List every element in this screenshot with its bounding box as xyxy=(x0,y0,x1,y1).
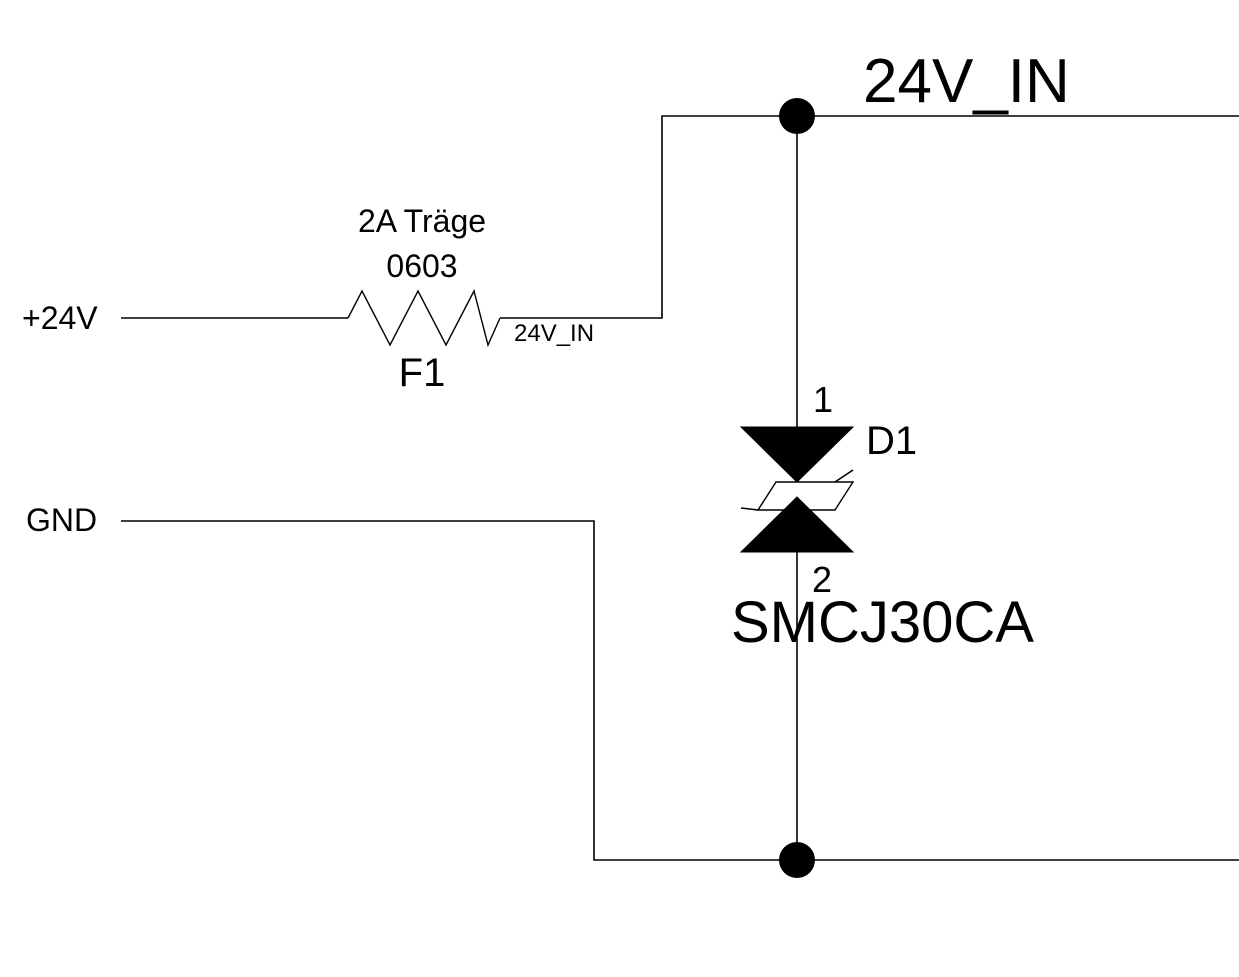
tvs-diode-d1-symbol xyxy=(739,426,855,553)
fuse-designator-label: F1 xyxy=(399,351,446,395)
tvs-bar-tail-right xyxy=(834,469,854,483)
supply-port-label: +24V xyxy=(22,300,98,336)
ground-port-label: GND xyxy=(26,502,97,538)
fuse-package-label: 0603 xyxy=(386,248,457,284)
fuse-output-wire xyxy=(500,115,797,319)
junction-dot-gnd xyxy=(779,842,815,878)
diode-pin2-label: 2 xyxy=(812,559,832,600)
fuse-f1-symbol xyxy=(347,289,501,348)
ground-wire xyxy=(121,520,797,861)
tvs-upper-triangle xyxy=(739,426,855,483)
junction-dot-24v-in xyxy=(779,98,815,134)
diode-pin1-label: 1 xyxy=(813,379,833,420)
diode-part-number-label: SMCJ30CA xyxy=(731,590,1034,655)
net-label-24v-in: 24V_IN xyxy=(863,47,1070,116)
tvs-lower-triangle xyxy=(739,496,855,553)
net-label-fuse-output: 24V_IN xyxy=(514,320,594,347)
tvs-bar-tail-left xyxy=(740,507,759,511)
fuse-rating-label: 2A Träge xyxy=(358,203,486,239)
diode-designator-label: D1 xyxy=(866,419,917,463)
